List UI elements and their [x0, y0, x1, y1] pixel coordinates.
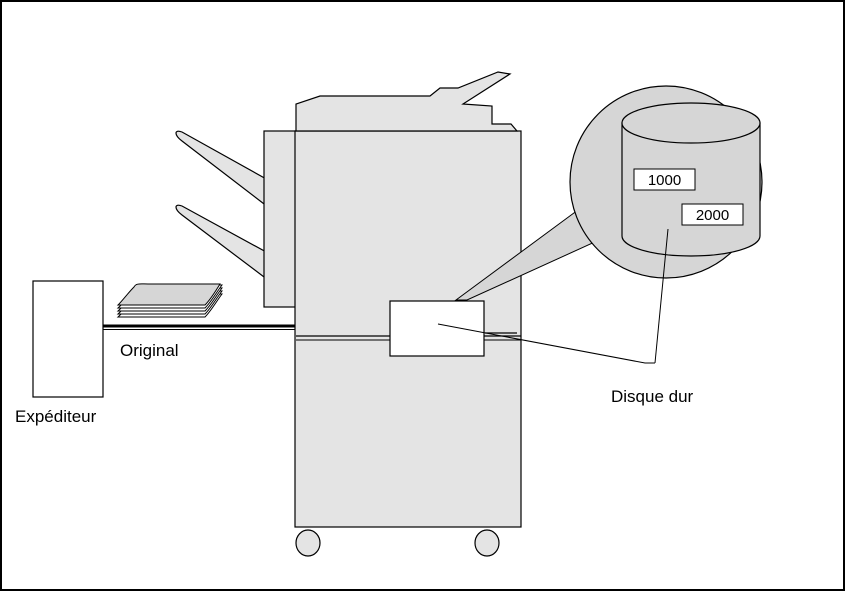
- stored-box-1000: [633, 168, 696, 191]
- stored-box-2000-label: 2000: [696, 207, 729, 224]
- output-tray-lower: [175, 204, 269, 282]
- original-label: Original: [120, 341, 179, 360]
- hard-disk-label: Disque dur: [611, 387, 694, 406]
- document-feeder: [295, 71, 519, 132]
- device-foot-left: [295, 529, 321, 557]
- hard-disk-leader-lines: [437, 228, 669, 364]
- sender-label: Expéditeur: [15, 407, 97, 426]
- hard-disk-area: [389, 300, 485, 357]
- finisher-unit: [263, 130, 297, 308]
- stored-box-1000-label: 1000: [648, 172, 681, 189]
- stored-box-2000: [681, 203, 744, 226]
- device-foot-right: [474, 529, 500, 557]
- output-tray-upper: [175, 130, 269, 209]
- original-document-stack-icon: [116, 283, 223, 318]
- sender-device: [32, 280, 104, 398]
